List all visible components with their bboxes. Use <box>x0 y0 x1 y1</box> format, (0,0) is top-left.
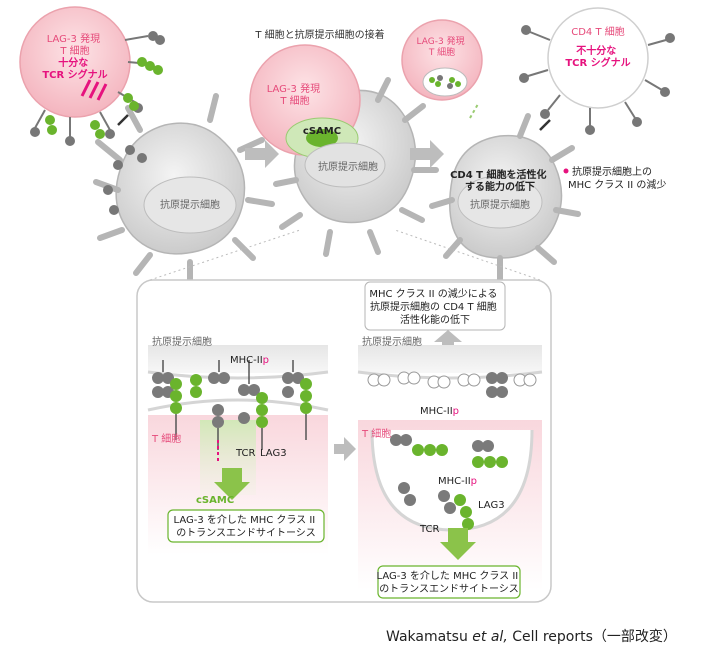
right-result-box <box>364 281 506 331</box>
right-result-l2: 抗原提示細胞の CD4 T 細胞 <box>370 300 497 313</box>
contact-title: T 細胞と抗原提示細胞の接着 <box>254 28 384 41</box>
right-box-l2: のトランスエンドサイトーシス <box>379 583 519 595</box>
lag3-molecules-1 <box>45 57 163 139</box>
mhc-reduction-l2: MHC クラス II の減少 <box>568 178 666 191</box>
apc2-label: 抗原提示細胞 <box>318 160 378 173</box>
citation: Wakamatsu et al, Cell reports（一部改変） <box>386 626 677 646</box>
apc-cell-1 <box>93 93 275 289</box>
cd4-label: CD4 T 細胞 <box>571 25 625 38</box>
right-mhc-label: MHC-II <box>420 406 453 417</box>
tcell3-label-l1: LAG-3 発現 <box>417 35 465 47</box>
left-lag3-label: LAG3 <box>260 448 287 459</box>
left-box-l2: のトランスエンドサイトーシス <box>176 527 316 539</box>
svg-text:LAG-3 発現 T 細胞: LAG-3 発現 T 細胞 <box>267 82 324 107</box>
left-result-box <box>167 509 325 543</box>
svg-text:LAG-3 を介した MHC クラス II のト: LAG-3 を介した MHC クラス II のトランスエンドサイトーシス <box>377 570 522 595</box>
left-mhc-suffix: p <box>263 355 269 366</box>
insufficient-l2: TCR シグナル <box>565 56 630 69</box>
svg-text:MHC-IIp: MHC-IIp <box>230 355 269 366</box>
right-result-l1: MHC クラス II の減少による <box>369 287 497 300</box>
contact-arrow-1 <box>117 114 129 126</box>
csamc-label-top: cSAMC <box>303 126 341 137</box>
svg-text:LAG-3 発現 T 細胞: LAG-3 発現 T 細胞 <box>417 35 468 58</box>
apc1-label: 抗原提示細胞 <box>160 198 220 211</box>
top-cell-2: T 細胞と抗原提示細胞の接着 LAG-3 発現 T 細胞 cSAMC 抗原提示細… <box>249 28 439 257</box>
endocytosis-arrow-right <box>440 528 476 560</box>
tcell1-label-l2: T 細胞 <box>59 44 89 57</box>
svg-text:LAG-3 を介した MHC クラス II のト: LAG-3 を介した MHC クラス II のトランスエンドサイトーシス <box>174 514 319 539</box>
left-tcr-label: TCR <box>235 448 256 459</box>
step-arrow-3 <box>334 437 356 461</box>
step-arrow-2 <box>410 140 444 168</box>
left-mhc-label: MHC-II <box>230 355 263 366</box>
detail-right: MHC クラス II の減少による 抗原提示細胞の CD4 T 細胞 活性化能の… <box>357 281 543 599</box>
svg-text:MHC-IIp: MHC-IIp <box>420 406 459 417</box>
right-mhc-suffix: p <box>453 406 459 417</box>
svg-text:MHC-IIp: MHC-IIp <box>438 476 477 487</box>
reduced-l2: する能力の低下 <box>465 180 535 193</box>
cd4-tcell <box>547 7 649 109</box>
tcell2-label-l2: T 細胞 <box>279 94 309 107</box>
left-csamc-label: cSAMC <box>196 495 234 506</box>
citation-rest: Cell reports（一部改変） <box>507 629 677 645</box>
insufficient-l1: 不十分な <box>576 44 616 57</box>
top-cell-1: LAG-3 発現 T 細胞 十分な TCR シグナル 抗原提示細胞 <box>19 6 275 289</box>
tcell1-signal-l1: 十分な <box>58 56 88 69</box>
right-result-box-2 <box>377 565 521 599</box>
svg-text:不十分な TCR シグナル: 不十分な TCR シグナル <box>565 44 630 69</box>
mhc-molecules-1 <box>30 31 165 215</box>
svg-text:CD4 T 細胞を活性化 する能力の低下: CD4 T 細胞を活性化 する能力の低下 <box>450 168 550 193</box>
citation-etal: et al, <box>472 629 508 645</box>
endocytosis-arrow-left <box>214 468 250 500</box>
citation-author: Wakamatsu <box>386 629 473 645</box>
left-tcell-label: T 細胞 <box>151 432 181 445</box>
step-arrow-1 <box>245 140 279 168</box>
right-lag3-label: LAG3 <box>478 500 505 511</box>
right-mhc-label2: MHC-II <box>438 476 471 487</box>
zoom-lines <box>149 229 541 281</box>
tcell3-label-l2: T 細胞 <box>428 46 455 58</box>
right-tcell-label: T 細胞 <box>361 427 391 440</box>
signal-arrows-1 <box>80 79 108 101</box>
top-cell-3: LAG-3 発現 T 細胞 CD4 T 細胞 不十分な TCR シグナル CD4… <box>401 7 675 283</box>
svg-text:LAG-3 発現 T 細胞: LAG-3 発現 T 細胞 <box>47 32 104 57</box>
right-tcr-label: TCR <box>419 524 440 535</box>
left-apc-label: 抗原提示細胞 <box>152 335 212 348</box>
tcell2-label-l1: LAG-3 発現 <box>267 82 320 95</box>
tcell1-label-l1: LAG-3 発現 <box>47 32 100 45</box>
mhc-reduction-l1: 抗原提示細胞上の <box>572 165 652 178</box>
left-box-l1: LAG-3 を介した MHC クラス II <box>174 514 316 526</box>
tcell1-signal-l2: TCR シグナル <box>42 68 107 81</box>
right-apc-label: 抗原提示細胞 <box>362 335 422 348</box>
svg-text:MHC クラス II の減少による 抗原提示細胞: MHC クラス II の減少による 抗原提示細胞の CD4 T 細胞 活性化能の… <box>369 287 500 326</box>
svg-text:十分な TCR シグナル: 十分な TCR シグナル <box>42 56 107 81</box>
apc3-label: 抗原提示細胞 <box>470 198 530 211</box>
up-arrow <box>434 330 462 352</box>
svg-text:抗原提示細胞上の MHC クラス II の減少: 抗原提示細胞上の MHC クラス II の減少 <box>568 165 666 191</box>
right-box-l1: LAG-3 を介した MHC クラス II <box>377 570 519 582</box>
reduced-l1: CD4 T 細胞を活性化 <box>450 168 546 181</box>
detail-left: 抗原提示細胞 MHC-IIp T 細胞 TCR LAG3 cSAMC LAG-3… <box>147 335 329 555</box>
right-result-l3: 活性化能の低下 <box>400 313 470 326</box>
